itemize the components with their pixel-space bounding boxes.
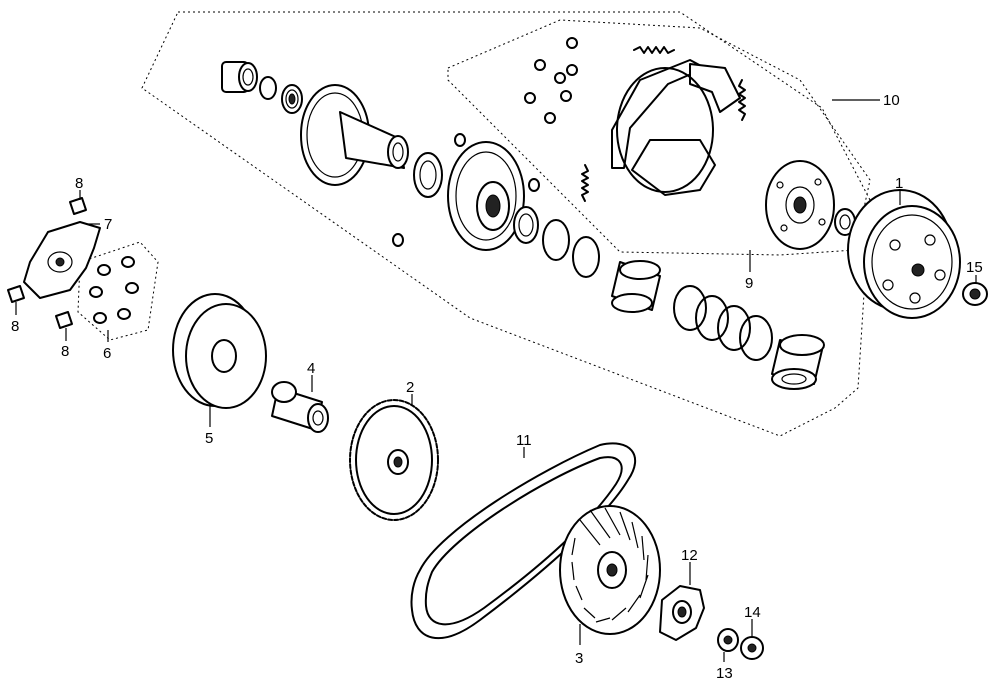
ball-bearing [281,84,303,114]
drive-nut [740,636,764,660]
group-outline-6 [77,241,159,341]
clutch-plate [765,160,835,250]
slide-piece-2 [7,285,25,303]
spring-seat [611,260,661,313]
ramp-plate [23,221,101,299]
callout-8-top: 8 [75,175,83,192]
fan-drive-plate [659,585,705,641]
callout-2: 2 [406,379,414,396]
callout-15: 15 [966,259,983,276]
callout-9: 9 [745,275,753,292]
oil-seal [413,152,443,198]
clutch-outer-nut [962,282,988,306]
drive-washer [717,628,739,652]
spring-collar [771,334,825,390]
callout-8-bottom: 8 [61,343,69,360]
group-outline-9 [447,19,871,256]
needle-bearing [221,61,258,93]
callout-5: 5 [205,430,213,447]
callout-14: 14 [744,604,761,621]
slide-piece-1 [69,197,87,215]
movable-drive-face [172,293,267,409]
movable-driven-face [447,141,525,251]
clutch-shoe-spring-2 [738,79,746,121]
clutch-outer-bell [847,189,961,319]
weight-rollers [89,256,139,324]
clutch-nuts [524,37,578,124]
callout-8-left: 8 [11,318,19,335]
clutch-shoe-spring-1 [633,46,675,54]
callout-4: 4 [307,360,315,377]
drive-fan [559,505,661,635]
fixed-driven-face [300,84,409,186]
callout-11: 11 [516,432,532,449]
drive-face-collar [271,381,329,433]
o-ring-1 [542,219,570,261]
callout-7: 7 [104,216,112,233]
drive-gear [349,399,439,521]
guide-pin [392,133,540,247]
leader-lines [15,99,977,662]
callout-12: 12 [681,547,698,564]
seal-collar [513,206,539,244]
clutch-shoe-spring-3 [581,164,589,202]
callout-3: 3 [575,650,583,667]
callout-10: 10 [883,92,900,109]
slide-piece-3 [55,311,73,329]
callout-6: 6 [103,345,111,362]
circlip [259,76,277,100]
o-ring-2 [572,236,600,278]
driven-face-spring [673,285,773,361]
callout-1: 1 [895,175,903,192]
callout-13: 13 [716,665,733,682]
group-outline-10 [141,11,871,437]
clutch-shoes [611,59,741,196]
